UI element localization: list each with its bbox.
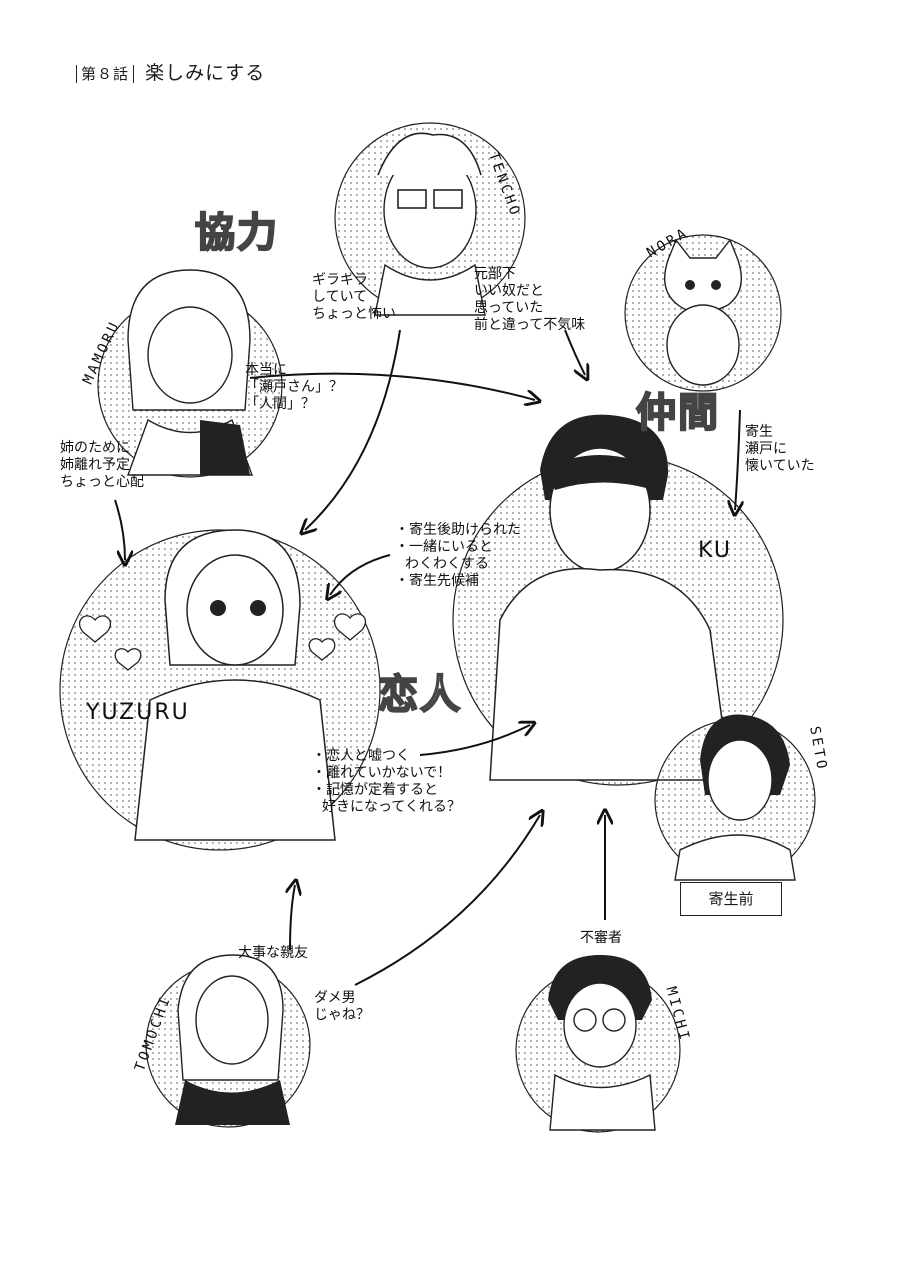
relation-label-kyoryoku: 協力 — [194, 209, 279, 257]
circle-nora — [624, 234, 782, 392]
circle-tencho — [334, 122, 526, 316]
name-yuzuru: YUZURU — [86, 700, 190, 725]
note-ku: ・寄生後助けられた・一緒にいるとわくわくする・寄生先候補 — [395, 522, 521, 589]
note-tomochi-to-ku: ダメ男じゃね？ — [314, 990, 370, 1023]
note-yuzuru: ・恋人と嘘つく・離れていかないで！・記憶が定着すると好きになってくれる？ — [312, 748, 461, 815]
note-tencho-to-mamoru: ギラギラしていてちょっと怖い — [312, 272, 396, 322]
note-mamoru-to-yuzuru: 姉のために姉離れ予定ちょっと心配 — [60, 440, 144, 490]
seto-before-parasite-label: 寄生前 — [680, 882, 782, 916]
note-mamoru-to-ku: 本当に「瀬戸さん」？「人間」？ — [245, 362, 343, 412]
circle-tomochi — [145, 954, 311, 1128]
note-nora: 寄生瀬戸に懐いていた — [745, 424, 815, 474]
circle-yuzuru — [59, 529, 381, 851]
chapter-title: 楽しみにする — [145, 62, 266, 84]
circle-seto — [654, 714, 816, 881]
note-michi: 不審者 — [580, 930, 622, 946]
relation-label-koibito: 恋人 — [377, 671, 462, 719]
heart-icons — [78, 613, 367, 671]
note-tencho-to-ku: 元部下いい奴だと思っていた前と違って不気味 — [474, 266, 586, 333]
circle-ku — [452, 414, 784, 786]
relation-arrows — [114, 329, 740, 986]
chapter-number: 第８話 — [81, 65, 130, 83]
name-ku: KU — [698, 538, 732, 563]
note-tomochi-to-yuzuru: 大事な親友 — [238, 945, 308, 961]
circle-mamoru — [97, 269, 283, 478]
relation-label-nakama: 仲間 — [635, 389, 720, 437]
page-header: 第８話 楽しみにする — [72, 58, 265, 85]
circle-michi — [515, 955, 681, 1133]
